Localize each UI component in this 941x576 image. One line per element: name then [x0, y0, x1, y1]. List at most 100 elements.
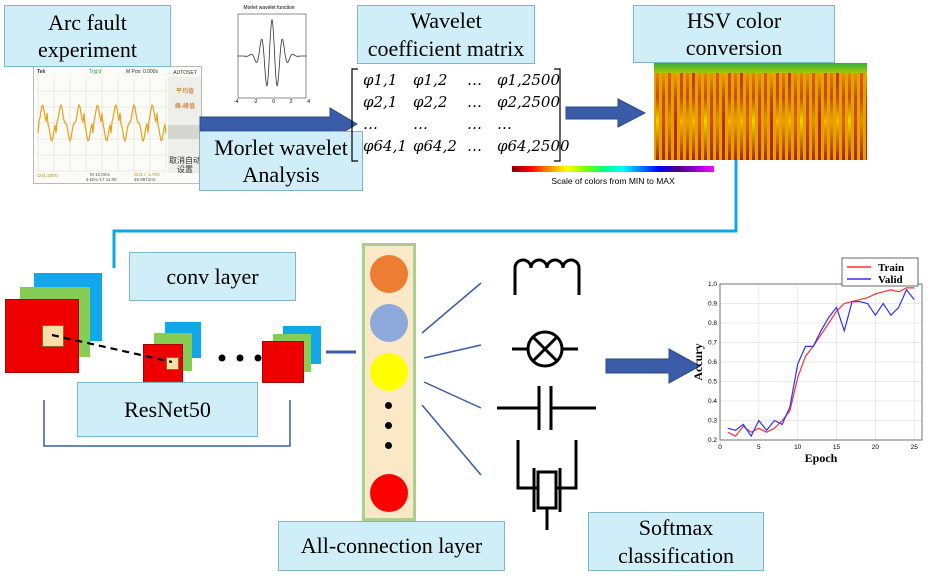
series-line-valid — [727, 288, 915, 438]
arc-fault-box: Arc fault experiment — [4, 5, 171, 67]
softmax-label: Softmax classification — [617, 515, 735, 568]
matrix-cell: φ1,2 — [413, 71, 448, 89]
osc-time: M 10.0ms — [90, 172, 110, 177]
matrix-cell: φ1,1 — [363, 71, 398, 89]
hsv-stripe — [728, 63, 731, 160]
y-tick-label: 0.8 — [708, 320, 717, 327]
osc-pos: M Pos: 0.000s — [126, 69, 158, 75]
matrix-cell: … — [363, 115, 378, 133]
hsv-stripe — [776, 63, 779, 160]
conv-layer-label: conv layer — [166, 263, 259, 289]
matrix-cell: … — [467, 115, 482, 133]
neuron-dot — [385, 442, 392, 449]
matrix-cell: … — [467, 93, 482, 111]
osc-bottom: CH1 200V M 10.0ms 4-Dec-17 11:06 CH1 / -… — [34, 171, 168, 183]
matrix-cell: … — [497, 115, 512, 133]
morlet-curve — [237, 13, 307, 99]
hsv-stripe — [758, 63, 761, 160]
capacitor-icon — [497, 386, 596, 430]
neuron-yellow — [370, 353, 408, 391]
osc-status: Trig'd — [89, 69, 102, 75]
neuron-red — [370, 474, 408, 512]
legend-label-valid: Valid — [878, 274, 903, 286]
neuron-blue — [370, 304, 408, 342]
matrix-cell: … — [413, 115, 428, 133]
kernel-large — [42, 325, 64, 347]
y-tick-label: 0.3 — [708, 418, 717, 425]
matrix-cell: φ64,1 — [363, 137, 407, 155]
morlet-xtick: 4 — [307, 99, 310, 105]
matrix-grid: φ1,1 φ1,2 … φ1,2500 φ2,1 φ2,2 … φ2,2500 … — [363, 69, 570, 157]
kernel-mid — [166, 357, 179, 370]
arc-fault-label: Arc fault experiment — [38, 9, 137, 63]
wavelet-matrix-label: Wavelet coefficient matrix — [367, 8, 525, 61]
matrix-cell: φ64,2 — [413, 137, 457, 155]
softmax-box: Softmax classification — [588, 512, 764, 571]
hsv-stripe — [716, 63, 719, 160]
osc-menu-top: AUTOSET — [173, 70, 197, 76]
hsv-image — [654, 63, 867, 160]
hsv-stripe — [836, 63, 839, 160]
morlet-xtick: 0 — [272, 99, 276, 105]
colorbar-caption: Scale of colors from MIN to MAX — [551, 176, 675, 186]
morlet-xtick: 2 — [289, 99, 293, 105]
hsv-stripe — [710, 63, 713, 160]
hsv-stripe — [764, 63, 767, 160]
x-tick-label: 5 — [757, 444, 761, 451]
coefficient-matrix: φ1,1 φ1,2 … φ1,2500 φ2,1 φ2,2 … φ2,2500 … — [349, 67, 570, 163]
hsv-stripe — [698, 63, 701, 160]
osc-menu-b: 峰-峰值 — [175, 104, 195, 110]
osc-menu-c: 取消自动设置 — [169, 156, 201, 174]
feature-map-small-red — [262, 341, 304, 383]
matrix-brackets — [351, 68, 561, 162]
wavelet-matrix-box: Wavelet coefficient matrix — [357, 5, 535, 64]
colorbar — [512, 166, 714, 172]
hsv-stripe — [734, 63, 737, 160]
all-connection-label: All-connection layer — [300, 533, 483, 559]
resnet-box: ResNet50 — [77, 382, 258, 437]
morlet-xtick: -2 — [253, 99, 258, 105]
hsv-stripe — [788, 63, 791, 160]
hsv-stripe — [866, 63, 867, 160]
matrix-cell: φ2,2 — [413, 93, 448, 111]
hsv-stripe — [704, 63, 707, 160]
hsv-stripe — [686, 63, 689, 160]
matrix-cell: … — [467, 71, 482, 89]
osc-date: 4-Dec-17 11:06 — [86, 177, 117, 182]
x-axis-label: Epoch — [805, 451, 838, 465]
hsv-stripe — [854, 63, 857, 160]
matrix-cell: φ2,2500 — [497, 93, 560, 111]
hsv-stripe — [680, 63, 683, 160]
hsv-stripe — [662, 63, 665, 160]
morlet-box: Morlet wavelet Analysis — [199, 131, 363, 191]
osc-waveform — [37, 77, 201, 173]
hsv-stripe — [740, 63, 743, 160]
hsv-stripe — [806, 63, 809, 160]
hsv-stripe — [692, 63, 695, 160]
x-tick-label: 20 — [872, 444, 880, 451]
hsv-stripe — [848, 63, 851, 160]
all-connection-box: All-connection layer — [278, 521, 505, 571]
y-tick-label: 0.7 — [708, 340, 717, 347]
morlet-label: Morlet wavelet Analysis — [214, 134, 348, 188]
neuron-dot — [385, 422, 392, 429]
morlet-plot: Morlet wavelet function -4 -2 0 2 4 — [228, 5, 310, 109]
hsv-stripe — [752, 63, 755, 160]
x-tick-label: 10 — [794, 444, 802, 451]
osc-brand: Tek — [37, 69, 46, 75]
osc-ch: CH1 200V — [37, 173, 58, 178]
hsv-stripe — [830, 63, 833, 160]
resnet-label: ResNet50 — [124, 396, 211, 422]
neuron-dot — [385, 402, 392, 409]
hsv-stripe — [860, 63, 863, 160]
hsv-stripe — [722, 63, 725, 160]
matrix-cell: … — [467, 137, 482, 155]
matrix-cell: φ2,1 — [363, 93, 398, 111]
x-tick-label: 15 — [833, 444, 841, 451]
hsv-stripe — [674, 63, 677, 160]
hsv-band — [654, 63, 867, 73]
hsv-stripe — [656, 63, 659, 160]
hsv-stripe — [794, 63, 797, 160]
